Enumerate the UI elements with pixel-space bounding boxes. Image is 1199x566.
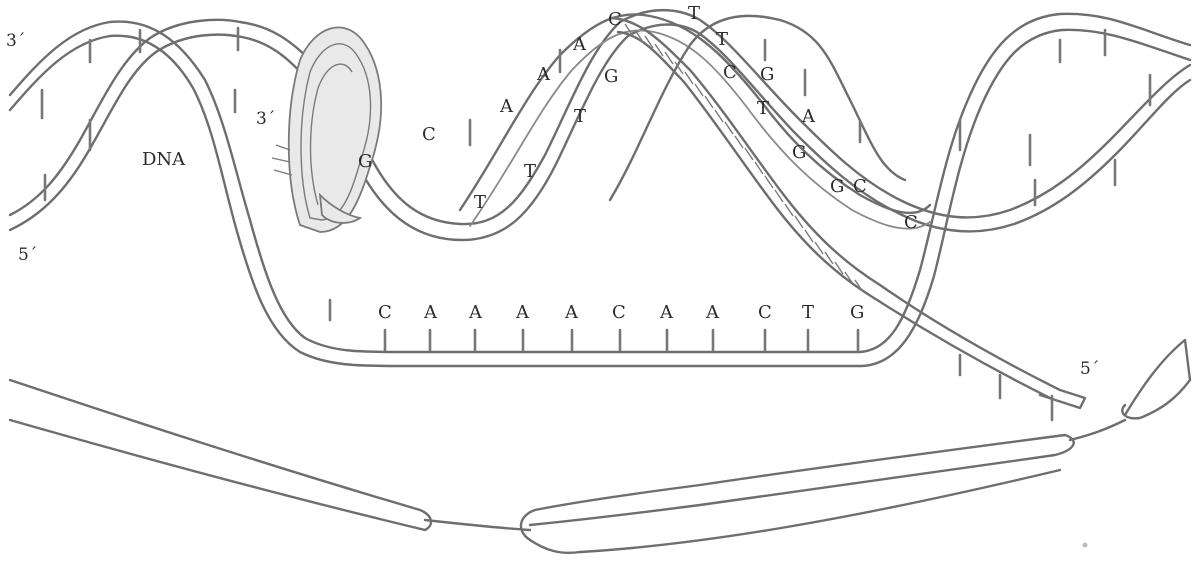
coding-strand-bases: T T C G T G A G C C <box>688 3 918 233</box>
template-rungs <box>330 300 858 350</box>
template-strand-bases: C A A A A C A A C T G <box>378 302 864 323</box>
template-base: A <box>468 302 483 323</box>
rna-base: T <box>524 161 536 182</box>
rna-5prime-label: 5´ <box>1080 359 1099 379</box>
coding-base: G <box>760 64 774 85</box>
template-base: A <box>423 302 438 323</box>
template-base: C <box>758 302 772 323</box>
dna-5prime-label: 5´ <box>18 245 37 265</box>
template-base: C <box>378 302 392 323</box>
dna-helix <box>10 10 1190 366</box>
coding-base: G <box>792 142 806 163</box>
coding-base: T <box>716 29 728 50</box>
template-base: A <box>515 302 530 323</box>
polymerase-loop-outer <box>289 27 381 232</box>
lower-dna-tubes <box>10 340 1190 553</box>
template-base: A <box>659 302 674 323</box>
rna-bases: G C T T T A A A G C <box>358 9 622 213</box>
dna-3prime-label: 3´ <box>6 31 25 51</box>
rna-base: A <box>499 96 514 117</box>
dna-strand-a <box>10 14 1190 352</box>
coding-base: C <box>904 212 918 233</box>
rna-base: C <box>422 124 436 145</box>
dna-strand-a-inner <box>10 30 1190 366</box>
dna-label: DNA <box>142 149 186 170</box>
rna-base: T <box>574 106 586 127</box>
coding-base: G <box>830 176 844 197</box>
template-base: C <box>612 302 626 323</box>
rna-base: G <box>358 151 372 172</box>
rna-polymerase-coil <box>272 27 381 232</box>
coding-base: A <box>801 106 816 127</box>
dna-strand-b <box>10 10 1190 224</box>
coding-base: C <box>723 62 737 83</box>
rna-transcript <box>612 18 1085 420</box>
coding-base: T <box>688 3 700 24</box>
rna-base: A <box>536 64 551 85</box>
rna-base: T <box>474 192 486 213</box>
template-base: A <box>564 302 579 323</box>
coding-base: T <box>757 98 769 119</box>
rna-base: G <box>604 66 618 87</box>
coding-base: C <box>853 176 867 197</box>
rna-coil-pattern <box>625 24 863 292</box>
rna-base: C <box>608 9 622 30</box>
rna-base: A <box>572 34 587 55</box>
template-base: A <box>705 302 720 323</box>
speck <box>1083 543 1088 548</box>
rna-3prime-label: 3´ <box>256 109 275 129</box>
template-base: G <box>850 302 864 323</box>
template-base: T <box>802 302 814 323</box>
